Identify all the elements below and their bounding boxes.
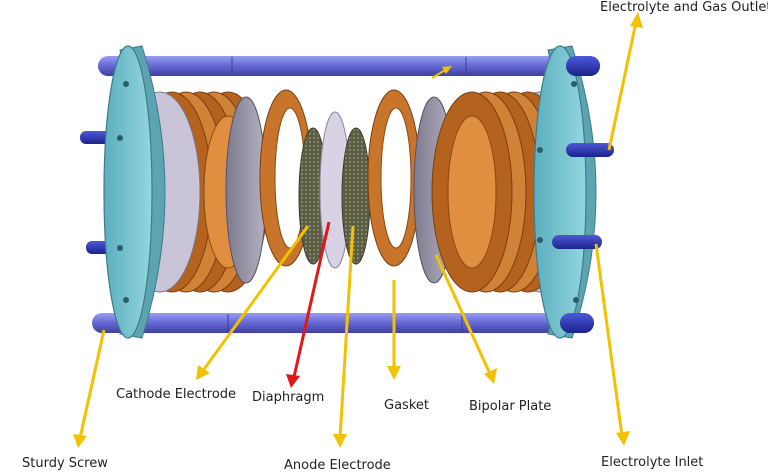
right-end-flange bbox=[533, 45, 597, 339]
label-gasket: Gasket bbox=[384, 398, 429, 413]
bottom-tie-rod bbox=[92, 313, 594, 333]
anode-mesh bbox=[341, 127, 371, 265]
label-diaphragm: Diaphragm bbox=[252, 390, 324, 405]
outlet-port bbox=[566, 143, 614, 157]
left-end-flange bbox=[103, 45, 166, 339]
label-cathode-electrode: Cathode Electrode bbox=[116, 387, 236, 402]
bottom-rod-end bbox=[560, 313, 594, 333]
right-gasket bbox=[367, 89, 421, 267]
label-electrolyte-inlet: Electrolyte Inlet bbox=[601, 455, 703, 470]
label-sturdy-screw: Sturdy Screw bbox=[22, 456, 108, 471]
inlet-port bbox=[552, 235, 602, 249]
top-tie-rod bbox=[98, 56, 600, 76]
leader-arrows bbox=[73, 12, 643, 448]
label-anode-electrode: Anode Electrode bbox=[284, 458, 391, 473]
label-electrolyte-gas-outlet: Electrolyte and Gas Outlet bbox=[600, 0, 768, 15]
label-bipolar-plate: Bipolar Plate bbox=[469, 399, 551, 414]
left-gasket bbox=[259, 89, 313, 267]
top-rod-end bbox=[566, 56, 600, 76]
